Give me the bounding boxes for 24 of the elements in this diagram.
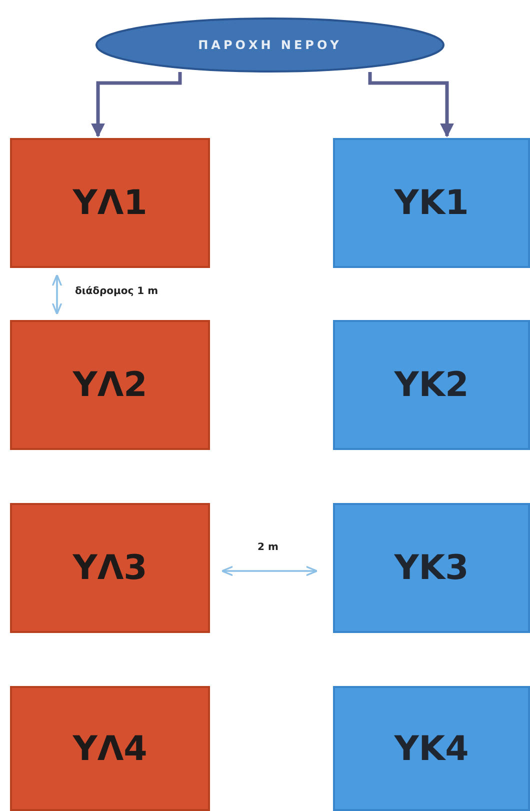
double-arrow [52, 274, 62, 315]
room-box [10, 320, 210, 450]
node-title: ΠΑΡΟΧΗ ΝΕΡΟΥ [198, 38, 342, 52]
room-label: ΥΚ2 [394, 365, 469, 405]
room-box [333, 320, 530, 450]
water-supply-ellipse [95, 17, 445, 73]
room-box [333, 503, 530, 633]
room-box [10, 503, 210, 633]
room-label: ΥΛ2 [72, 365, 148, 405]
room-label: ΥΛ1 [72, 183, 148, 223]
room-box [333, 138, 530, 268]
room-box [10, 138, 210, 268]
arrow [368, 72, 454, 138]
room-label: ΥΛ3 [72, 548, 148, 588]
room-label: ΥΚ1 [394, 183, 469, 223]
room-label: ΥΚ4 [394, 728, 469, 768]
room-box [333, 686, 530, 811]
edge-label: διάδρομος 1 m [75, 286, 158, 297]
room-label: ΥΛ4 [72, 728, 148, 768]
room-label: ΥΚ3 [394, 548, 469, 588]
arrow [91, 72, 182, 138]
edge-label: 2 m [258, 542, 278, 553]
room-box [10, 686, 210, 811]
double-arrow [221, 566, 318, 576]
